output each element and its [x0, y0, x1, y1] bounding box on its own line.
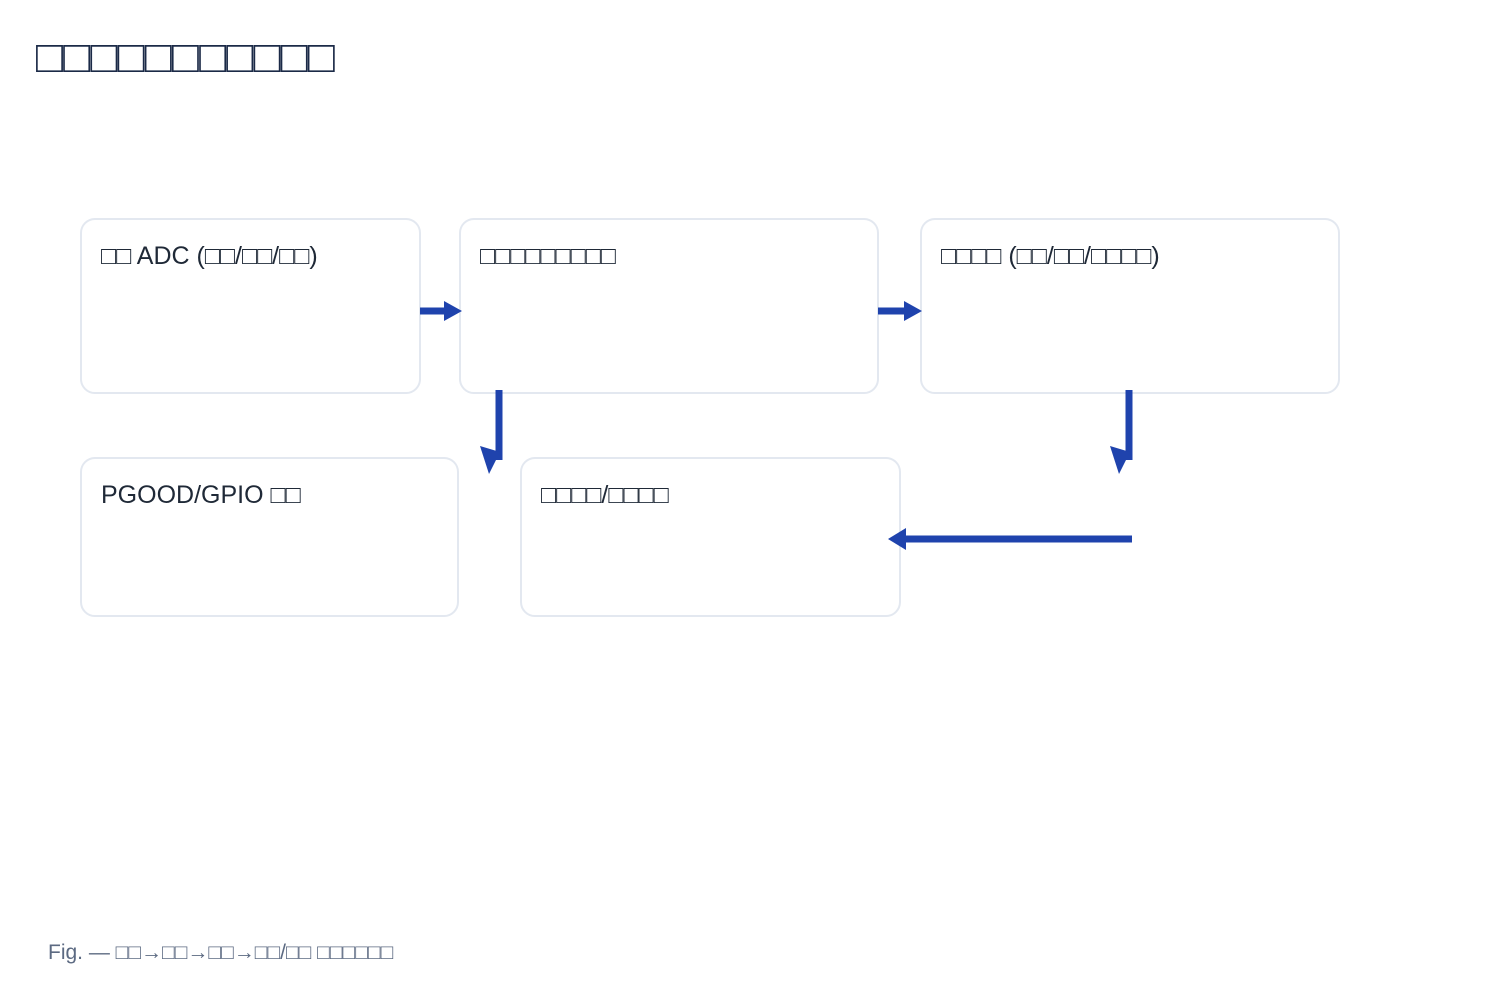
- arrow-down-icon-node3-to-node5: [1108, 388, 1152, 476]
- flow-node-5-label: □□□□/□□□□: [541, 481, 669, 509]
- figure-caption: Fig. — □□→□□→□□→□□/□□ □□□□□□: [48, 941, 394, 964]
- flow-node-1-label: □□ ADC (□□/□□/□□): [101, 242, 318, 270]
- flow-node-2[interactable]: □□□□□□□□□: [459, 218, 879, 394]
- arrow-down-icon-node2-to-node5: [478, 388, 522, 476]
- arrow-left-icon-node3-to-node5: [880, 518, 1138, 562]
- flow-node-5[interactable]: □□□□/□□□□: [520, 457, 901, 617]
- page-title: □□□□□□□□□□□: [36, 31, 335, 82]
- flow-node-2-label: □□□□□□□□□: [480, 242, 616, 270]
- flow-node-1[interactable]: □□ ADC (□□/□□/□□): [80, 218, 421, 394]
- flow-node-3-label: □□□□ (□□/□□/□□□□): [941, 242, 1160, 270]
- flow-node-3[interactable]: □□□□ (□□/□□/□□□□): [920, 218, 1340, 394]
- flow-node-4[interactable]: PGOOD/GPIO □□: [80, 457, 459, 617]
- arrow-right-icon-node2-to-node3: [876, 290, 924, 332]
- arrow-right-icon-node1-to-node2: [418, 290, 464, 332]
- flow-node-4-label: PGOOD/GPIO □□: [101, 481, 301, 509]
